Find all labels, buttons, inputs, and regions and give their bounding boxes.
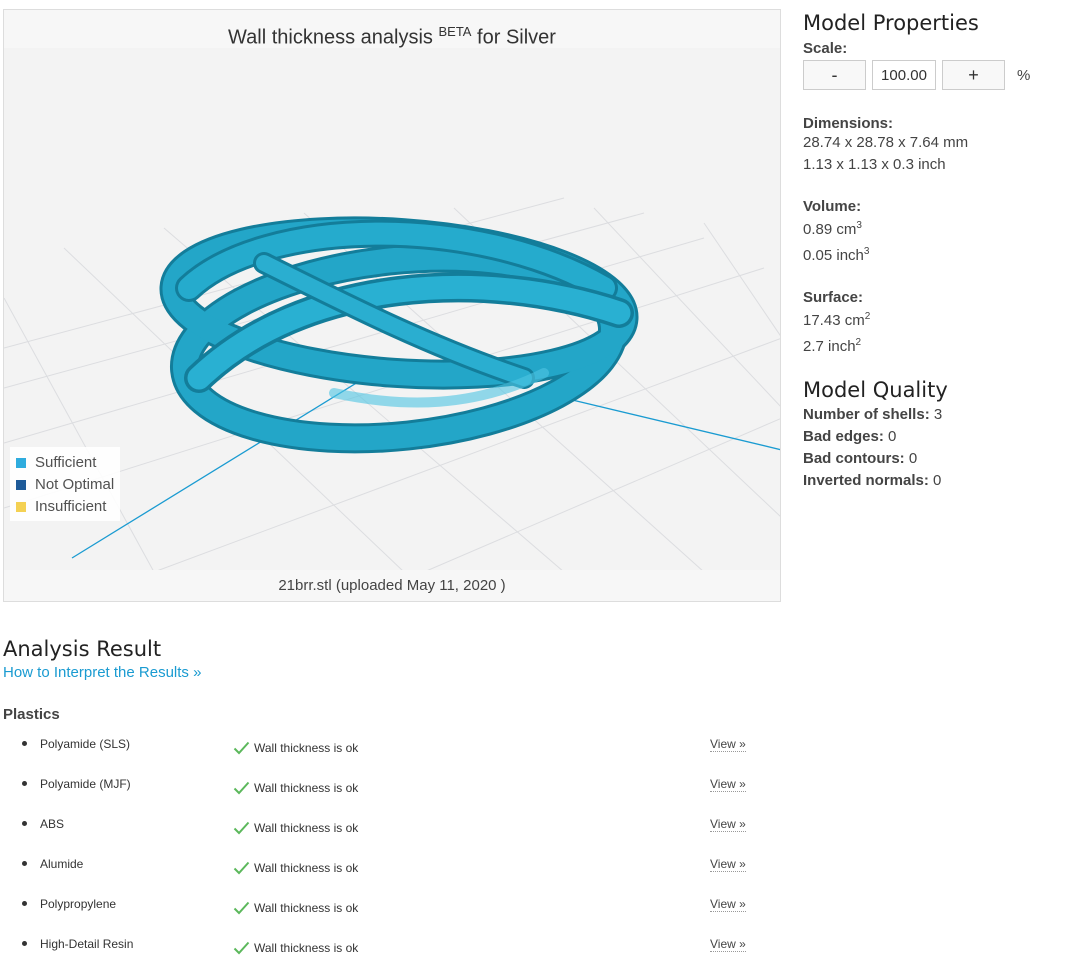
grid-floor [4,197,780,572]
status: Wall thickness is ok [233,851,358,875]
check-icon [233,741,250,755]
viewer-title: Wall thickness analysis BETA for Silver [4,10,780,49]
quality-title: Model Quality [803,378,948,402]
axis-line [71,365,385,559]
material-name: Alumide [40,857,84,871]
surface-block: Surface: 17.43 cm2 2.7 inch2 [803,289,1063,358]
scale-unit: % [1017,66,1031,84]
3d-canvas[interactable] [4,48,781,572]
status: Wall thickness is ok [233,811,358,835]
legend-swatch [16,502,26,512]
bullet-icon [22,941,27,946]
ring-model [159,216,639,454]
model-viewer: Wall thickness analysis BETA for Silver [3,9,781,602]
volume-cm: 0.89 cm3 [803,220,862,238]
legend-item-insufficient: Insufficient [16,496,114,518]
material-name: Polypropylene [40,897,117,911]
interpret-results-link[interactable]: How to Interpret the Results » [3,664,202,681]
legend-swatch [16,480,26,490]
view-link[interactable]: View » [710,937,746,952]
quality-list: Number of shells: 3 Bad edges: 0 Bad con… [803,404,1063,492]
bullet-icon [22,781,27,786]
check-icon [233,861,250,875]
volume-block: Volume: 0.89 cm3 0.05 inch3 [803,198,1063,267]
scale-input[interactable] [872,60,936,90]
list-item: Polypropylene Wall thickness is ok View … [3,897,783,937]
status: Wall thickness is ok [233,771,358,795]
volume-inch: 0.05 inch3 [803,246,870,264]
list-item: ABS Wall thickness is ok View » [3,817,783,857]
list-item: High-Detail Resin Wall thickness is ok V… [3,937,783,977]
bullet-icon [22,741,27,746]
material-name: High-Detail Resin [40,937,134,951]
surface-inch: 2.7 inch2 [803,337,862,355]
quality-row: Inverted normals: 0 [803,472,942,489]
status: Wall thickness is ok [233,731,358,755]
color-legend: Sufficient Not Optimal Insufficient [10,447,121,521]
analysis-result: Analysis Result How to Interpret the Res… [3,634,783,977]
material-name: Polyamide (SLS) [40,737,131,751]
check-icon [233,901,250,915]
beta-badge: BETA [438,24,472,39]
view-link[interactable]: View » [710,817,746,832]
check-icon [233,821,250,835]
dimensions-inch: 1.13 x 1.13 x 0.3 inch [803,156,946,173]
list-item: Polyamide (MJF) Wall thickness is ok Vie… [3,777,783,817]
view-link[interactable]: View » [710,857,746,872]
quality-row: Bad contours: 0 [803,450,918,467]
file-info: 21brr.stl (uploaded May 11, 2020 ) [4,570,780,601]
material-name: Polyamide (MJF) [40,777,131,791]
legend-item-not-optimal: Not Optimal [16,474,114,496]
legend-swatch [16,458,26,468]
dimensions-mm: 28.74 x 28.78 x 7.64 mm [803,134,969,151]
status: Wall thickness is ok [233,931,358,955]
scale-minus-button[interactable]: - [803,60,866,90]
properties-title: Model Properties [803,11,979,35]
material-name: ABS [40,817,65,831]
bullet-icon [22,821,27,826]
quality-row: Bad edges: 0 [803,428,897,445]
view-link[interactable]: View » [710,737,746,752]
status: Wall thickness is ok [233,891,358,915]
axis-line [563,397,780,451]
dimensions-block: Dimensions: 28.74 x 28.78 x 7.64 mm 1.13… [803,115,1063,176]
quality-row: Number of shells: 3 [803,406,943,423]
bullet-icon [22,861,27,866]
materials-list: Polyamide (SLS) Wall thickness is ok Vie… [3,737,783,977]
list-item: Alumide Wall thickness is ok View » [3,857,783,897]
analysis-title: Analysis Result [3,637,162,661]
surface-cm: 17.43 cm2 [803,311,871,329]
list-item: Polyamide (SLS) Wall thickness is ok Vie… [3,737,783,777]
model-properties-panel: Model Properties Scale: - + % Dimensions… [803,9,1063,492]
view-link[interactable]: View » [710,897,746,912]
section-plastics: Plastics [3,706,60,723]
legend-item-sufficient: Sufficient [16,452,114,474]
bullet-icon [22,901,27,906]
scale-control: - + % [803,60,1063,90]
scale-plus-button[interactable]: + [942,60,1005,90]
scale-label: Scale: [803,40,848,57]
check-icon [233,781,250,795]
check-icon [233,941,250,955]
view-link[interactable]: View » [710,777,746,792]
